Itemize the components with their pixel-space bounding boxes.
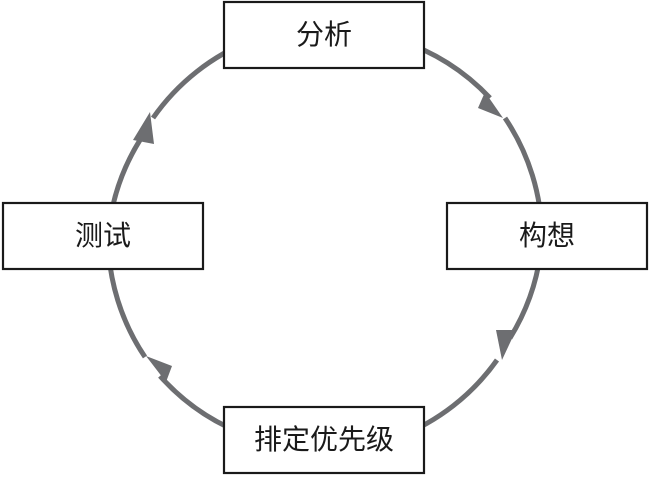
node-analysis-box <box>222 0 426 70</box>
node-analysis: 分析 <box>222 0 426 70</box>
node-analysis-label: 分析 <box>296 18 352 51</box>
arrow-to-testing-icon <box>146 356 172 382</box>
arrow-heads <box>133 92 516 382</box>
node-prioritize-label: 排定优先级 <box>254 423 394 456</box>
node-ideation-label: 构想 <box>519 219 575 252</box>
node-prioritize-box <box>222 405 426 475</box>
arrow-to-prioritize-icon <box>496 330 516 360</box>
node-prioritize: 排定优先级 <box>222 405 426 475</box>
node-testing-box <box>1 201 205 271</box>
node-ideation: 构想 <box>445 201 649 271</box>
node-testing-label: 测试 <box>75 219 131 252</box>
node-ideation-box <box>445 201 649 271</box>
arrow-to-analysis-icon <box>133 112 154 144</box>
arrow-to-ideation-icon <box>478 92 503 118</box>
node-testing: 测试 <box>1 201 205 271</box>
